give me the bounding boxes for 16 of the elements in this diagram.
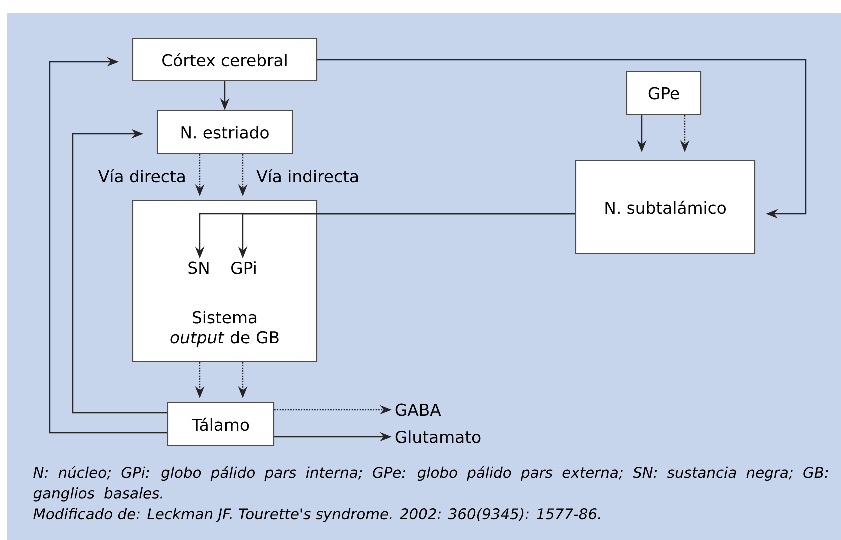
caption: N: núcleo; GPi: globo pálido pars interna; GPe: globo pálido pars externa; SN: sustancia negra; GB: ganglios basales.	[34, 466, 828, 502]
arrow	[49, 57, 168, 434]
process-box: N. estriado	[156, 110, 294, 155]
process-box: Tálamo	[167, 402, 275, 447]
arrow	[72, 129, 168, 414]
node-label: GABA	[396, 404, 442, 416]
node-label: Glutamato	[396, 430, 481, 444]
edge-label: Vía indirecta	[256, 169, 358, 183]
process-box: Córtex cerebral	[132, 38, 318, 82]
node-label: GPi	[232, 262, 256, 274]
edge-label: Vía directa	[98, 169, 185, 183]
process-box: N. subtalámico	[575, 160, 756, 255]
source-note: Modificado de: Leckman JF. Tourette's syndrome. 2002: 360(9345): 1577-86.	[34, 508, 600, 522]
arrow	[318, 59, 807, 219]
process-box: GPe	[626, 71, 702, 116]
node-label: SN	[188, 262, 209, 274]
